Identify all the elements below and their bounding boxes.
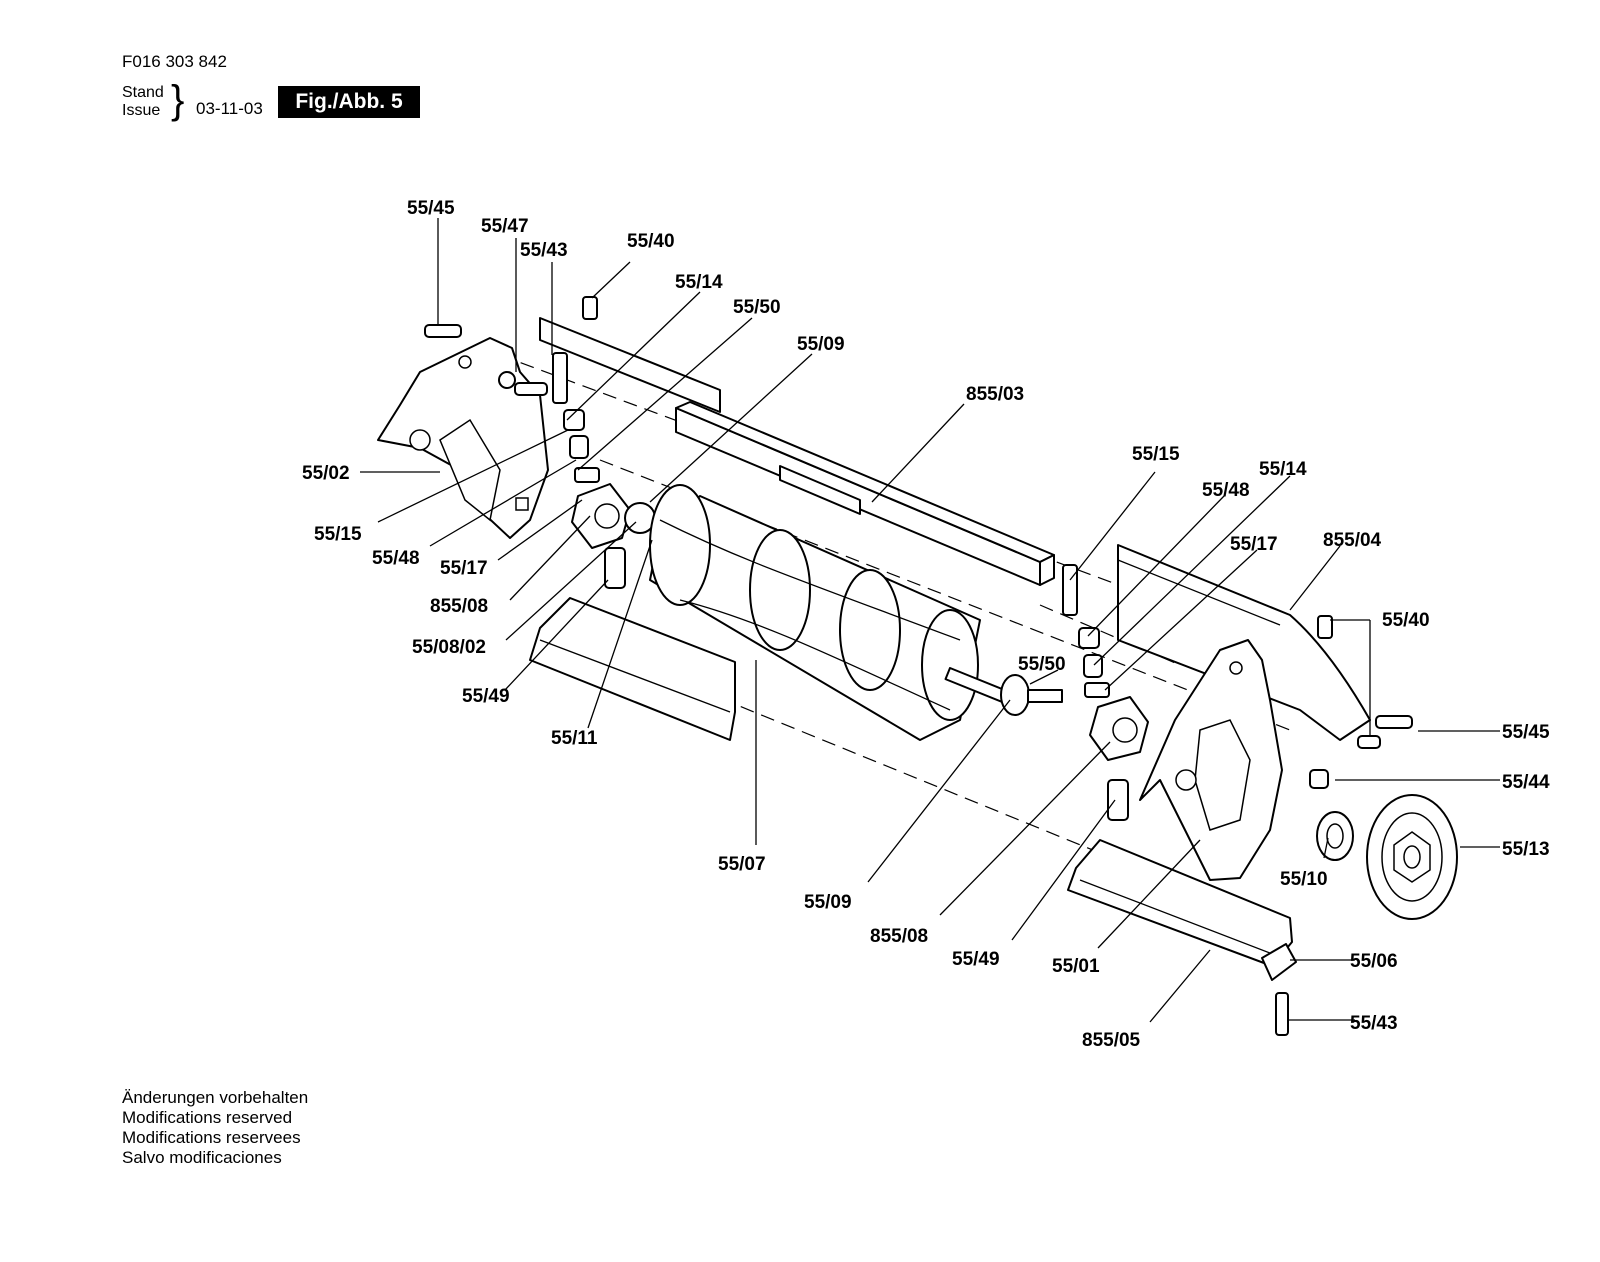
callout-55-11: 55/11	[551, 728, 598, 749]
callout-55-47: 55/47	[481, 216, 529, 237]
callout-55-14-right: 55/14	[1259, 459, 1307, 480]
callout-labels: 55/45 55/47 55/43 55/40 55/14 55/50 55/0…	[302, 198, 1550, 1051]
left-side-plate	[377, 337, 549, 539]
callout-55-09-bottom: 55/09	[804, 892, 852, 913]
footer-note-de: Änderungen vorbehalten	[122, 1088, 309, 1107]
footer-note-es: Salvo modificaciones	[122, 1148, 282, 1167]
callout-855-04: 855/04	[1323, 530, 1382, 551]
left-hardware	[424, 296, 656, 589]
leader-lines	[360, 218, 1500, 1023]
callout-55-02: 55/02	[302, 463, 350, 484]
brace-symbol: }	[171, 78, 185, 122]
callout-55-06: 55/06	[1350, 951, 1398, 972]
issue-date: 03-11-03	[196, 99, 263, 118]
callout-55-43-left: 55/43	[520, 240, 568, 261]
callout-55-13: 55/13	[1502, 839, 1550, 860]
callout-55-17-right: 55/17	[1230, 534, 1278, 555]
callout-55-44: 55/44	[1502, 772, 1550, 793]
footer-note-fr: Modifications reservees	[122, 1128, 301, 1147]
callout-855-05: 855/05	[1082, 1030, 1141, 1051]
callout-55-50-left: 55/50	[733, 297, 781, 318]
stand-label: Stand	[122, 84, 164, 101]
callout-55-49-right: 55/49	[952, 949, 1000, 970]
callout-855-08-right: 855/08	[870, 926, 928, 947]
wheel-assembly	[1316, 794, 1458, 920]
callout-55-09-top: 55/09	[797, 334, 845, 355]
callout-55-17-left: 55/17	[440, 558, 488, 579]
right-hardware	[1062, 564, 1413, 821]
callout-55-48-left: 55/48	[372, 548, 420, 569]
callout-55-45-right: 55/45	[1502, 722, 1550, 743]
callout-55-08-02: 55/08/02	[412, 637, 486, 658]
document-number: F016 303 842	[122, 52, 227, 71]
callout-55-40-left: 55/40	[627, 231, 675, 252]
square-rod-855-03	[675, 401, 1055, 586]
callout-55-01: 55/01	[1052, 956, 1100, 977]
lower-blade-left	[529, 597, 736, 741]
callout-55-49-left: 55/49	[462, 686, 510, 707]
right-side-plate	[1139, 639, 1283, 881]
issue-label: Issue	[122, 102, 161, 119]
callout-55-10: 55/10	[1280, 869, 1328, 890]
callout-55-14-left: 55/14	[675, 272, 723, 293]
lower-blade-right	[1067, 839, 1297, 1036]
figure-label: Fig./Abb. 5	[278, 86, 420, 118]
cutting-reel	[649, 484, 1063, 741]
callout-55-07: 55/07	[718, 854, 766, 875]
callout-55-50-right: 55/50	[1018, 654, 1066, 675]
footer-note-en: Modifications reserved	[122, 1108, 293, 1127]
callout-855-03: 855/03	[966, 384, 1024, 405]
callout-55-15-right: 55/15	[1132, 444, 1180, 465]
callout-855-08-left: 855/08	[430, 596, 488, 617]
callout-55-43-right: 55/43	[1350, 1013, 1398, 1034]
callout-55-15-left: 55/15	[314, 524, 362, 545]
callout-55-45-left: 55/45	[407, 198, 455, 219]
callout-55-40-right: 55/40	[1382, 610, 1430, 631]
callout-55-48-right: 55/48	[1202, 480, 1250, 501]
